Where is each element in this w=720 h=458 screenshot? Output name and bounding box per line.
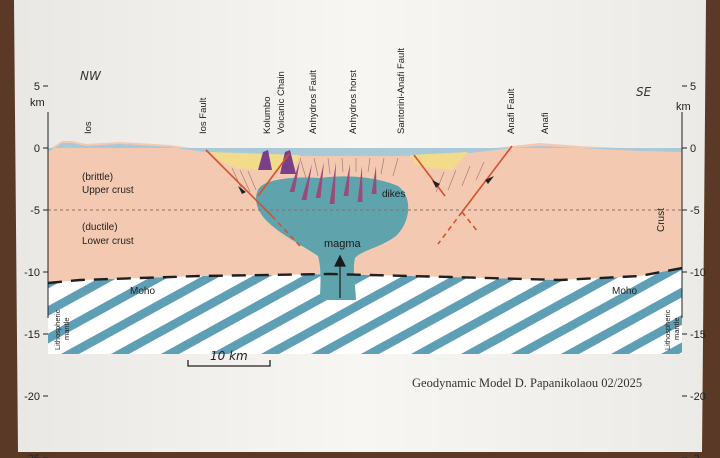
label-anhydros-fault: Anhydros Fault [308,70,319,134]
mantle-stripe [600,268,682,354]
label-santorini-anafi-fault: Santorini-Anafi Fault [396,48,407,134]
fault-hatching [231,157,485,193]
axis-tick-label: 5 [34,81,40,93]
magma-chamber [256,176,409,300]
sea-water [48,143,682,156]
label-mantle-right-1: Lithospheric [663,309,672,350]
axis-tick-label: -20 [24,391,40,403]
dike [343,164,350,196]
label-dikes: dikes [382,189,405,200]
label-mantle-left-2: mantle [62,317,71,340]
dike [329,162,336,204]
label-ios-fault: Ios Fault [198,97,209,134]
label-brittle: (brittle) [82,172,113,183]
orientation-nw: NW [80,69,102,83]
mantle-stripe [50,268,268,354]
axis-unit-left: km [30,97,45,109]
label-magma: magma [324,238,362,250]
axis-tick-label: -2 [690,453,700,458]
axis-tick-label: 0 [34,143,40,155]
label-kolumbo: Kolumbo [262,97,273,135]
axis-tick-label: -25 [24,453,40,458]
moho-boundary [47,266,683,285]
kolumbo-volcano-right [280,150,296,174]
label-ductile: (ductile) [82,222,118,233]
axis-tick-label: -5 [30,205,40,217]
credit-text: Geodynamic Model D. Papanikolaou 02/2025 [412,376,642,390]
mantle-stripe [150,268,368,354]
axis-tick-label: -10 [690,267,706,279]
mantle-stripe [500,268,682,354]
dike [371,166,377,194]
axis-tick-label: -15 [24,329,40,341]
label-moho-left: Moho [130,286,155,297]
label-moho-right: Moho [612,286,637,297]
label-anafi: Anafi [540,112,551,134]
axis-tick-label: -5 [690,205,700,217]
fault-slip-arrows [238,176,494,194]
axis-unit-right: km [676,101,691,113]
dike [315,162,324,198]
mantle-stripe [100,268,318,354]
orientation-se: SE [636,85,652,99]
scale-bar: 10 km [187,349,271,367]
mantle-stripe [250,268,468,354]
mantle-stripe [0,250,18,360]
layer-labels: (brittle) Upper crust (ductile) Lower cr… [82,172,637,297]
axis-tick-label: 5 [690,81,696,93]
axis-title-right: Crust [656,208,667,232]
mantle-labels: Lithospheric mantle Lithospheric mantle [53,309,681,350]
scale-bar-label: 10 km [210,349,248,363]
magma-rising-arrow [334,254,346,298]
kolumbo-volcano-left [258,150,272,170]
label-ios: Ios [83,121,94,134]
axis-tick-label: -10 [24,267,40,279]
left-axis-ticks: 5 0 -5 -10 -15 -20 -25 [24,81,48,458]
mantle-stripe [200,268,418,354]
dike [289,160,300,192]
graben-sediment-left [210,152,300,172]
label-volcanic-chain: Volcanic Chain [276,71,287,134]
right-axis-ticks: 5 0 -5 -10 -15 -20 -2 [682,81,706,458]
label-anhydros-horst: Anhydros horst [348,70,359,134]
dike [357,166,363,202]
label-mantle-right-2: mantle [672,317,681,340]
top-labels: Ios Ios Fault Kolumbo Volcanic Chain Anh… [83,48,551,134]
mantle-stripe [550,268,682,354]
label-lower-crust: Lower crust [82,236,134,247]
label-anafi-fault: Anafi Fault [506,88,517,134]
axis-tick-label: -15 [690,329,706,341]
axis-tick-label: -20 [690,391,706,403]
depth-axes [47,112,683,318]
label-upper-crust: Upper crust [82,185,134,196]
dikes-group [289,160,377,204]
axis-tick-label: 0 [690,143,696,155]
graben-sediment-right [410,152,468,170]
label-mantle-left-1: Lithospheric [53,309,62,350]
dike [301,164,312,200]
fault-lines [205,145,513,247]
